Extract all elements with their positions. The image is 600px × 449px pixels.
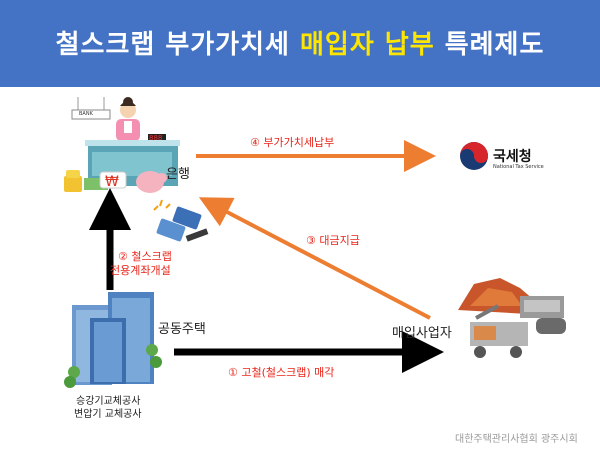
nts-logo-icon bbox=[460, 142, 488, 170]
diagram-canvas: ₩ bbox=[64, 97, 566, 388]
nts-name: 국세청 bbox=[493, 149, 532, 165]
step2-label-line1: ② 철스크랩 bbox=[118, 250, 172, 263]
arrow-payment bbox=[198, 197, 431, 320]
footer-credit: 대한주택관리사협회 광주시회 bbox=[455, 434, 578, 445]
step1-label: ① 고철(철스크랩) 매각 bbox=[228, 366, 335, 379]
page-title: 철스크랩 부가가치세 매입자 납부 특례제도 bbox=[0, 24, 600, 61]
title-banner bbox=[0, 0, 600, 87]
apartment-label: 공동주택 bbox=[158, 322, 206, 337]
bank-illustration: ₩ bbox=[64, 97, 180, 193]
step3-label: ③ 대금지급 bbox=[306, 234, 360, 247]
title-highlight: 매입자 납부 bbox=[300, 30, 435, 60]
cards-illustration bbox=[153, 199, 209, 242]
svg-text:₩: ₩ bbox=[105, 174, 119, 190]
apartment-caption-1: 승강기교체공사 bbox=[76, 396, 141, 407]
step4-label: ④ 부가가치세납부 bbox=[250, 136, 335, 149]
bank-label: 은행 bbox=[166, 167, 190, 182]
title-part-3: 특례제도 bbox=[434, 30, 545, 60]
apartment-caption-2: 변압기 교체공사 bbox=[74, 409, 142, 420]
step2-label-line2: 전용계좌개설 bbox=[110, 264, 171, 277]
apartment-illustration bbox=[64, 292, 162, 388]
nts-subtitle: National Tax Service bbox=[493, 164, 544, 170]
buyer-label: 매입사업자 bbox=[392, 326, 452, 341]
title-part-1: 철스크랩 부가가치세 bbox=[55, 30, 300, 60]
scrap-yard-illustration bbox=[458, 278, 566, 358]
bank-counter: 888 bbox=[149, 134, 163, 142]
bank-sign: BANK bbox=[79, 111, 93, 117]
